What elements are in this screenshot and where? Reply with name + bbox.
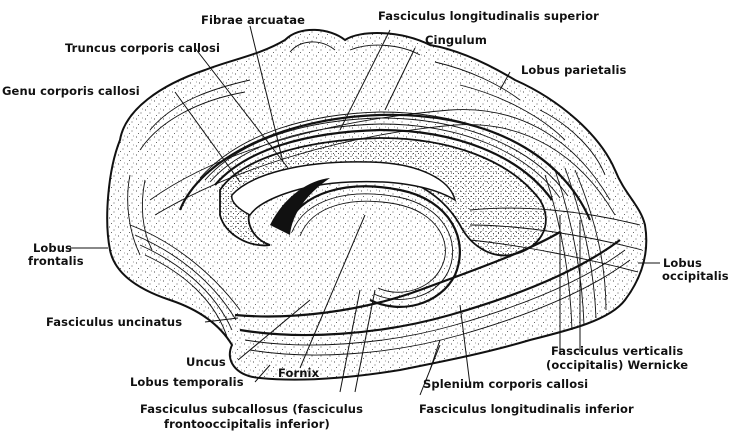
- label-genu-corporis-callosi: Genu corporis callosi: [2, 84, 140, 98]
- label-truncus-corporis-callosi: Truncus corporis callosi: [65, 41, 221, 55]
- label-lobus-frontalis-line2: frontalis: [28, 254, 84, 268]
- label-fasciculus-longitudinalis-superior: Fasciculus longitudinalis superior: [378, 9, 599, 23]
- label-fasciculus-verticalis-line1: Fasciculus verticalis: [551, 344, 684, 358]
- label-uncus: Uncus: [186, 355, 226, 369]
- hemisphere-outline: [106, 28, 648, 381]
- label-fibrae-arcuatae: Fibrae arcuatae: [201, 13, 306, 27]
- label-fasciculus-verticalis-line2: (occipitalis) Wernicke: [546, 358, 689, 372]
- label-fasciculus-subcallosus-line1: Fasciculus subcallosus (fasciculus: [140, 402, 364, 416]
- label-fasciculus-uncinatus: Fasciculus uncinatus: [46, 315, 183, 329]
- lateral-ventricle: [231, 161, 457, 216]
- label-fornix: Fornix: [278, 366, 320, 380]
- label-lobus-occipitalis-line2: occipitalis: [662, 269, 729, 283]
- label-lobus-occipitalis-line1: Lobus: [663, 256, 702, 270]
- label-fasciculus-longitudinalis-inferior: Fasciculus longitudinalis inferior: [419, 402, 634, 416]
- label-splenium-corporis-callosi: Splenium corporis callosi: [423, 377, 589, 391]
- label-lobus-temporalis: Lobus temporalis: [130, 375, 244, 389]
- label-lobus-frontalis-line1: Lobus: [33, 241, 72, 255]
- label-cingulum: Cingulum: [425, 33, 487, 47]
- label-lobus-parietalis: Lobus parietalis: [521, 63, 627, 77]
- label-fasciculus-subcallosus-line2: frontooccipitalis inferior): [164, 417, 330, 431]
